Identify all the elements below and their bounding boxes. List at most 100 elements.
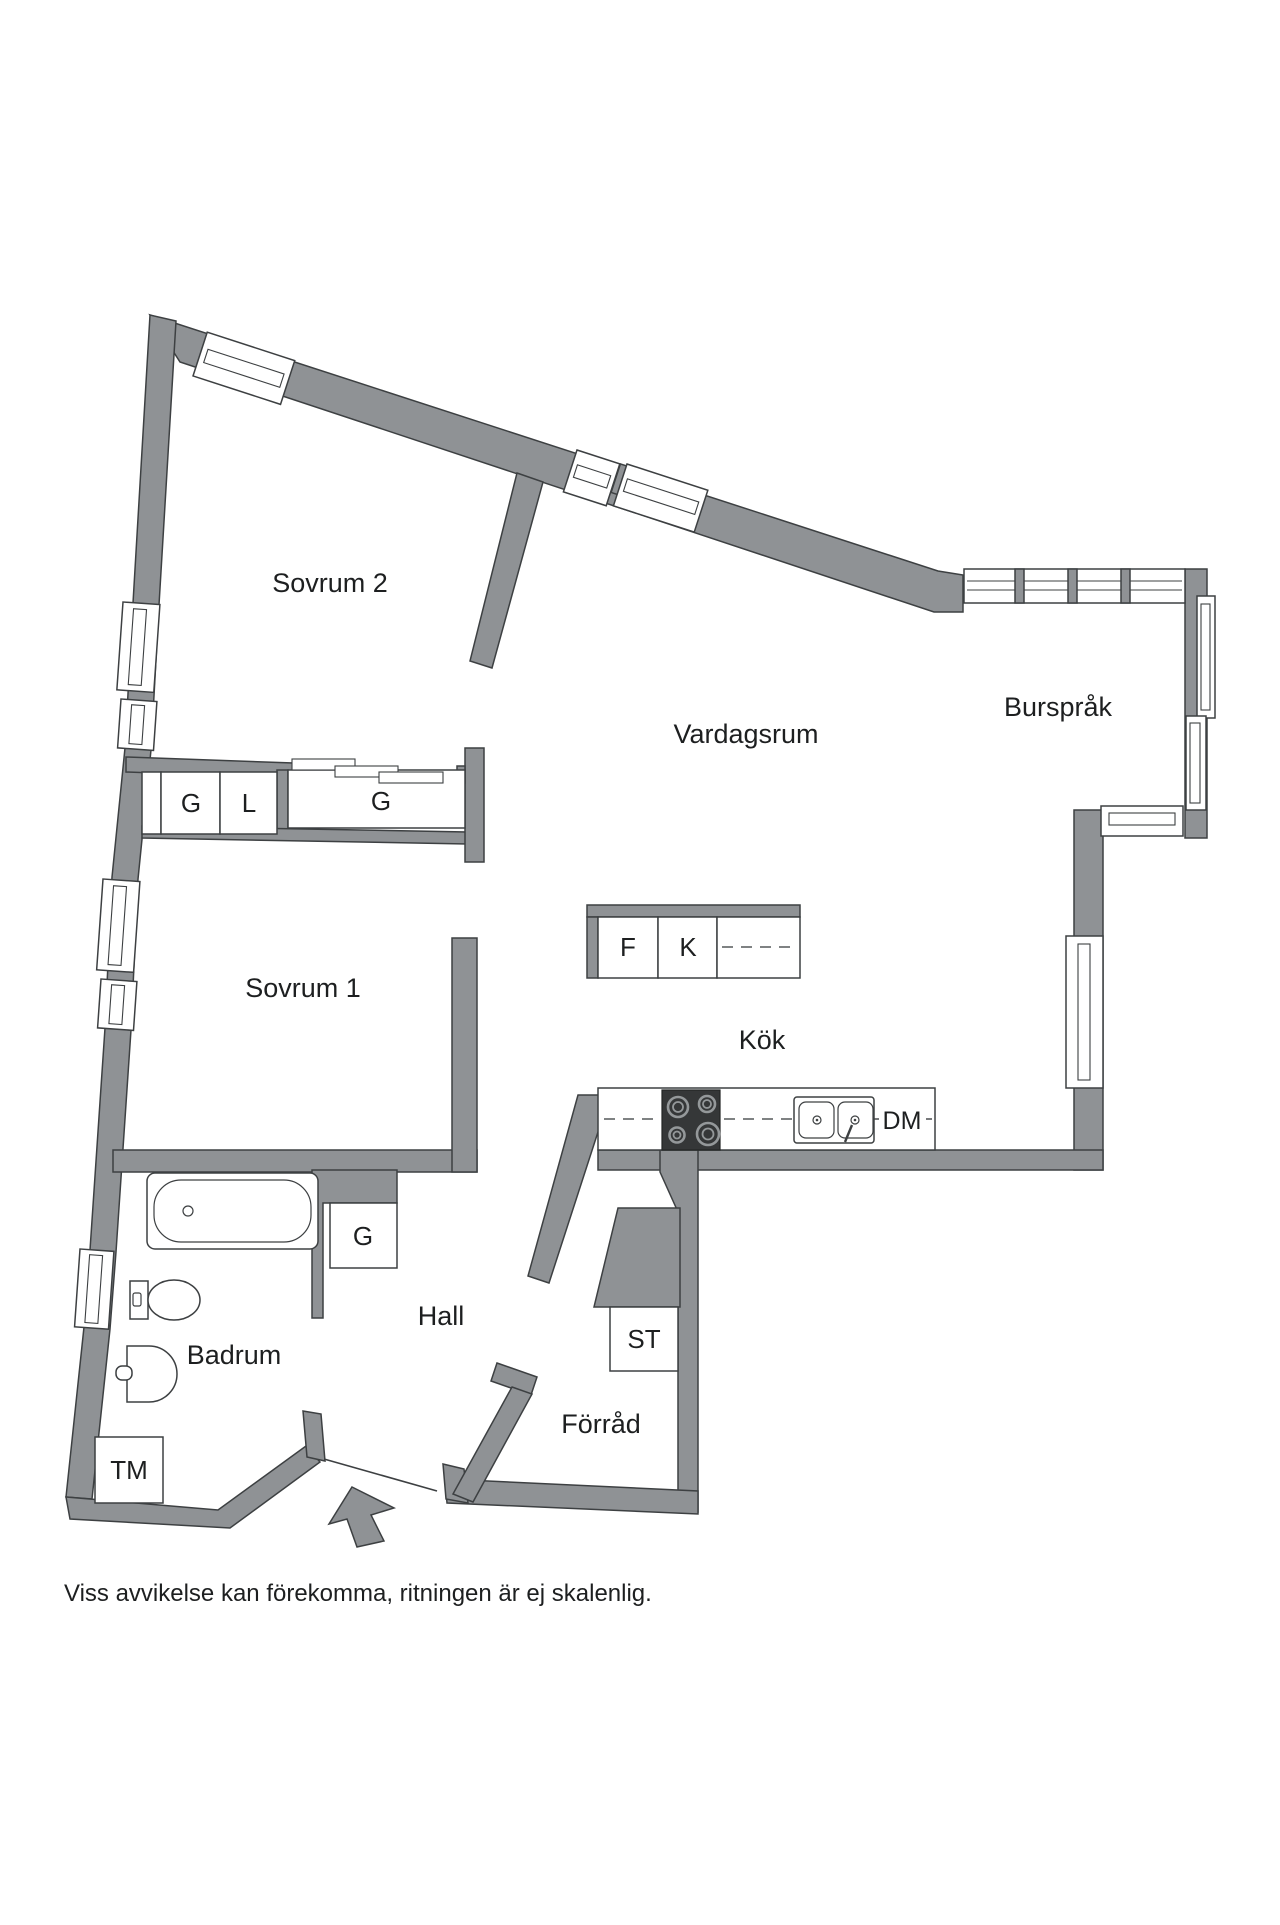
toilet-bowl [147, 1279, 201, 1321]
window-glass [192, 331, 296, 406]
window-post [1120, 568, 1131, 604]
wall-sovrum2-vardagsrum [469, 472, 544, 669]
window-bay-right-2 [1185, 715, 1207, 811]
window-post [1014, 568, 1025, 604]
tub-outer [146, 1172, 319, 1250]
wall-sovrum1-bottom [112, 1149, 478, 1173]
label-hall: Hall [418, 1301, 465, 1331]
wall-closet-right-stub [464, 747, 485, 863]
entrance-arrow-icon [327, 1486, 397, 1548]
toilet-button [132, 1292, 142, 1307]
window-left-4 [96, 978, 138, 1032]
sink-tap [843, 1124, 854, 1143]
closet-st-box [609, 1306, 679, 1372]
window-frame [128, 704, 146, 746]
window-glass [116, 601, 161, 694]
sink-drain-dot [815, 1118, 819, 1122]
label-washer: TM [110, 1455, 148, 1485]
window-glass [1065, 935, 1104, 1089]
label-fridge: F [620, 932, 636, 962]
window-frame [1108, 812, 1176, 826]
label-sovrum1: Sovrum 1 [245, 973, 361, 1003]
window-left-2 [116, 698, 158, 752]
window-glass [612, 463, 709, 534]
sliding-door-slat [378, 771, 444, 784]
burner-icon [702, 1099, 712, 1109]
window-bay-row [963, 568, 1186, 604]
closet-g3-box [329, 1202, 398, 1269]
window-glass [116, 698, 158, 752]
window-bathroom [73, 1248, 115, 1330]
window-post [1067, 568, 1078, 604]
label-sovrum2: Sovrum 2 [272, 568, 388, 598]
tub-drain [182, 1205, 194, 1217]
burner-icon [672, 1101, 684, 1113]
burner-icon [672, 1130, 682, 1140]
burner-icon [666, 1095, 690, 1119]
window-frame [572, 464, 612, 489]
window-bay-bottom [1100, 805, 1184, 837]
label-badrum: Badrum [187, 1340, 282, 1370]
window-frame [622, 478, 700, 516]
label-closet-g2: G [371, 786, 391, 816]
label-forrad: Förråd [561, 1409, 641, 1439]
window-left-3 [95, 878, 141, 974]
stove-icon [661, 1089, 721, 1151]
burner-icon [668, 1126, 686, 1144]
window-frame [127, 608, 148, 687]
sink-drain [850, 1115, 860, 1125]
window-frame [1200, 603, 1211, 711]
label-vardagsrum: Vardagsrum [673, 719, 818, 749]
wall-sovrum1-right [451, 937, 478, 1173]
burner-icon [695, 1121, 721, 1147]
window-frame [1077, 943, 1091, 1081]
kitchen-sink-icon [793, 1096, 875, 1144]
labels: Sovrum 2 Vardagsrum Burspråk Sovrum 1 Kö… [64, 568, 1113, 1607]
freezer-box [657, 916, 718, 979]
label-closet-g3: G [353, 1221, 373, 1251]
closet-g2-box [287, 769, 466, 829]
toilet-icon [129, 1279, 201, 1321]
window-bay-right-1 [1196, 595, 1216, 719]
fridge-box [597, 916, 659, 979]
window-glass [95, 878, 141, 974]
window-sovrum2-top [192, 331, 296, 406]
wall-st-chunk [593, 1207, 681, 1308]
window-frame [1189, 722, 1201, 804]
window-glass [73, 1248, 115, 1330]
label-freezer: K [679, 932, 697, 962]
sink-tap [115, 1365, 133, 1381]
window-kitchen-right [1065, 935, 1104, 1089]
label-dishwasher: DM [883, 1107, 922, 1135]
window-glass [96, 978, 138, 1032]
burner-icon [701, 1127, 715, 1141]
sink-bowl [837, 1101, 874, 1139]
wall-forrad-jamb-diagonal [451, 1386, 534, 1503]
window-frame [202, 348, 285, 388]
fk-wall-left [586, 916, 599, 979]
wall-entrance-jamb [302, 1410, 326, 1462]
fk-wall-top [586, 904, 801, 918]
sink-drain-dot [853, 1118, 857, 1122]
bathroom-sink-icon [115, 1345, 178, 1403]
window-left-1 [116, 601, 161, 694]
entrance-door-line [323, 1458, 438, 1492]
windows [73, 331, 1216, 1330]
burner-icon [697, 1094, 717, 1114]
fixtures [94, 758, 936, 1548]
sink-basin [126, 1345, 178, 1403]
wall-closet-divider [276, 769, 289, 837]
window-frame [107, 885, 128, 967]
sink-drain [812, 1115, 822, 1125]
sliding-door-slat [291, 758, 356, 771]
wall-top-diagonal [148, 313, 964, 613]
window-vardagsrum-top-2 [612, 463, 709, 534]
window-glass [1185, 715, 1207, 811]
label-kok: Kök [739, 1025, 786, 1055]
label-closet-l: L [242, 788, 256, 818]
wall-entrance-left [65, 1444, 322, 1529]
disclaimer-text: Viss avvikelse kan förekomma, ritningen … [64, 1580, 652, 1607]
closet-g1-box [160, 771, 221, 835]
